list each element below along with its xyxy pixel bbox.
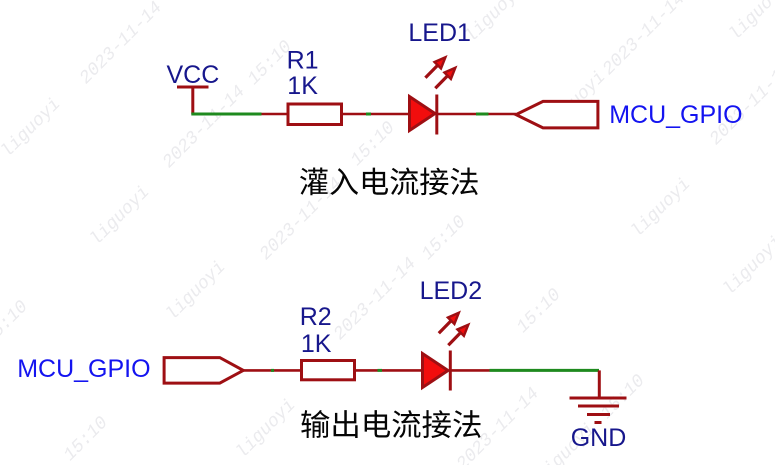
svg-text:VCC: VCC	[167, 61, 220, 89]
svg-text:1K: 1K	[287, 72, 318, 100]
svg-text:LED2: LED2	[420, 277, 483, 305]
svg-text:R1: R1	[287, 47, 319, 75]
svg-text:LED1: LED1	[408, 19, 471, 47]
svg-text:1K: 1K	[301, 330, 332, 358]
svg-text:GND: GND	[571, 424, 627, 452]
svg-text:MCU_GPIO: MCU_GPIO	[17, 355, 150, 383]
svg-text:MCU_GPIO: MCU_GPIO	[609, 101, 742, 129]
svg-text:R2: R2	[300, 303, 332, 331]
